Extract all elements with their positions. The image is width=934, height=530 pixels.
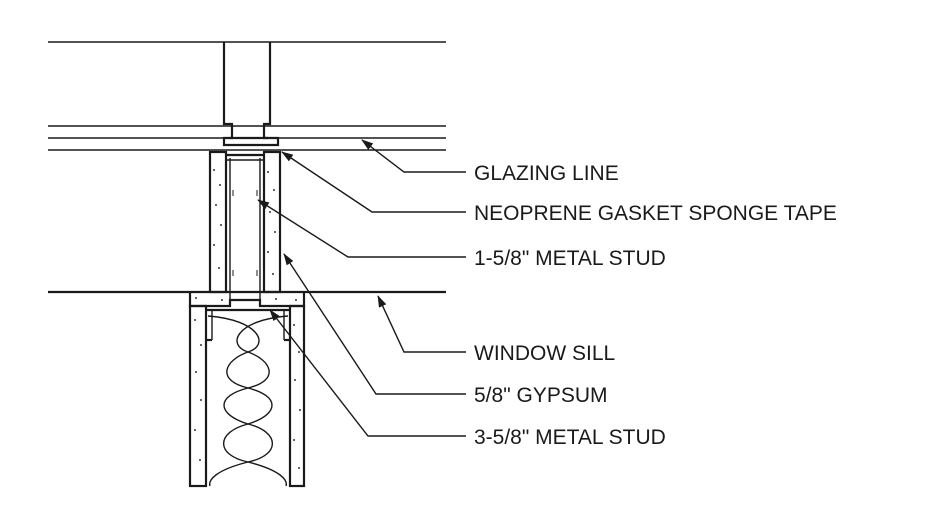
label-glazing-line: GLAZING LINE	[474, 162, 619, 185]
glazing-frame-lines	[48, 41, 446, 151]
upper-wall-assembly	[208, 150, 282, 300]
lower-wall-assembly	[188, 292, 306, 488]
label-large-metal-stud: 3-5/8" METAL STUD	[474, 426, 666, 449]
leader-lines	[257, 139, 466, 437]
label-small-metal-stud: 1-5/8" METAL STUD	[474, 247, 666, 270]
label-window-sill: WINDOW SILL	[474, 342, 615, 365]
label-gypsum: 5/8" GYPSUM	[474, 384, 608, 407]
label-neoprene-gasket: NEOPRENE GASKET SPONGE TAPE	[474, 202, 837, 225]
window-frame-profile	[222, 42, 280, 147]
